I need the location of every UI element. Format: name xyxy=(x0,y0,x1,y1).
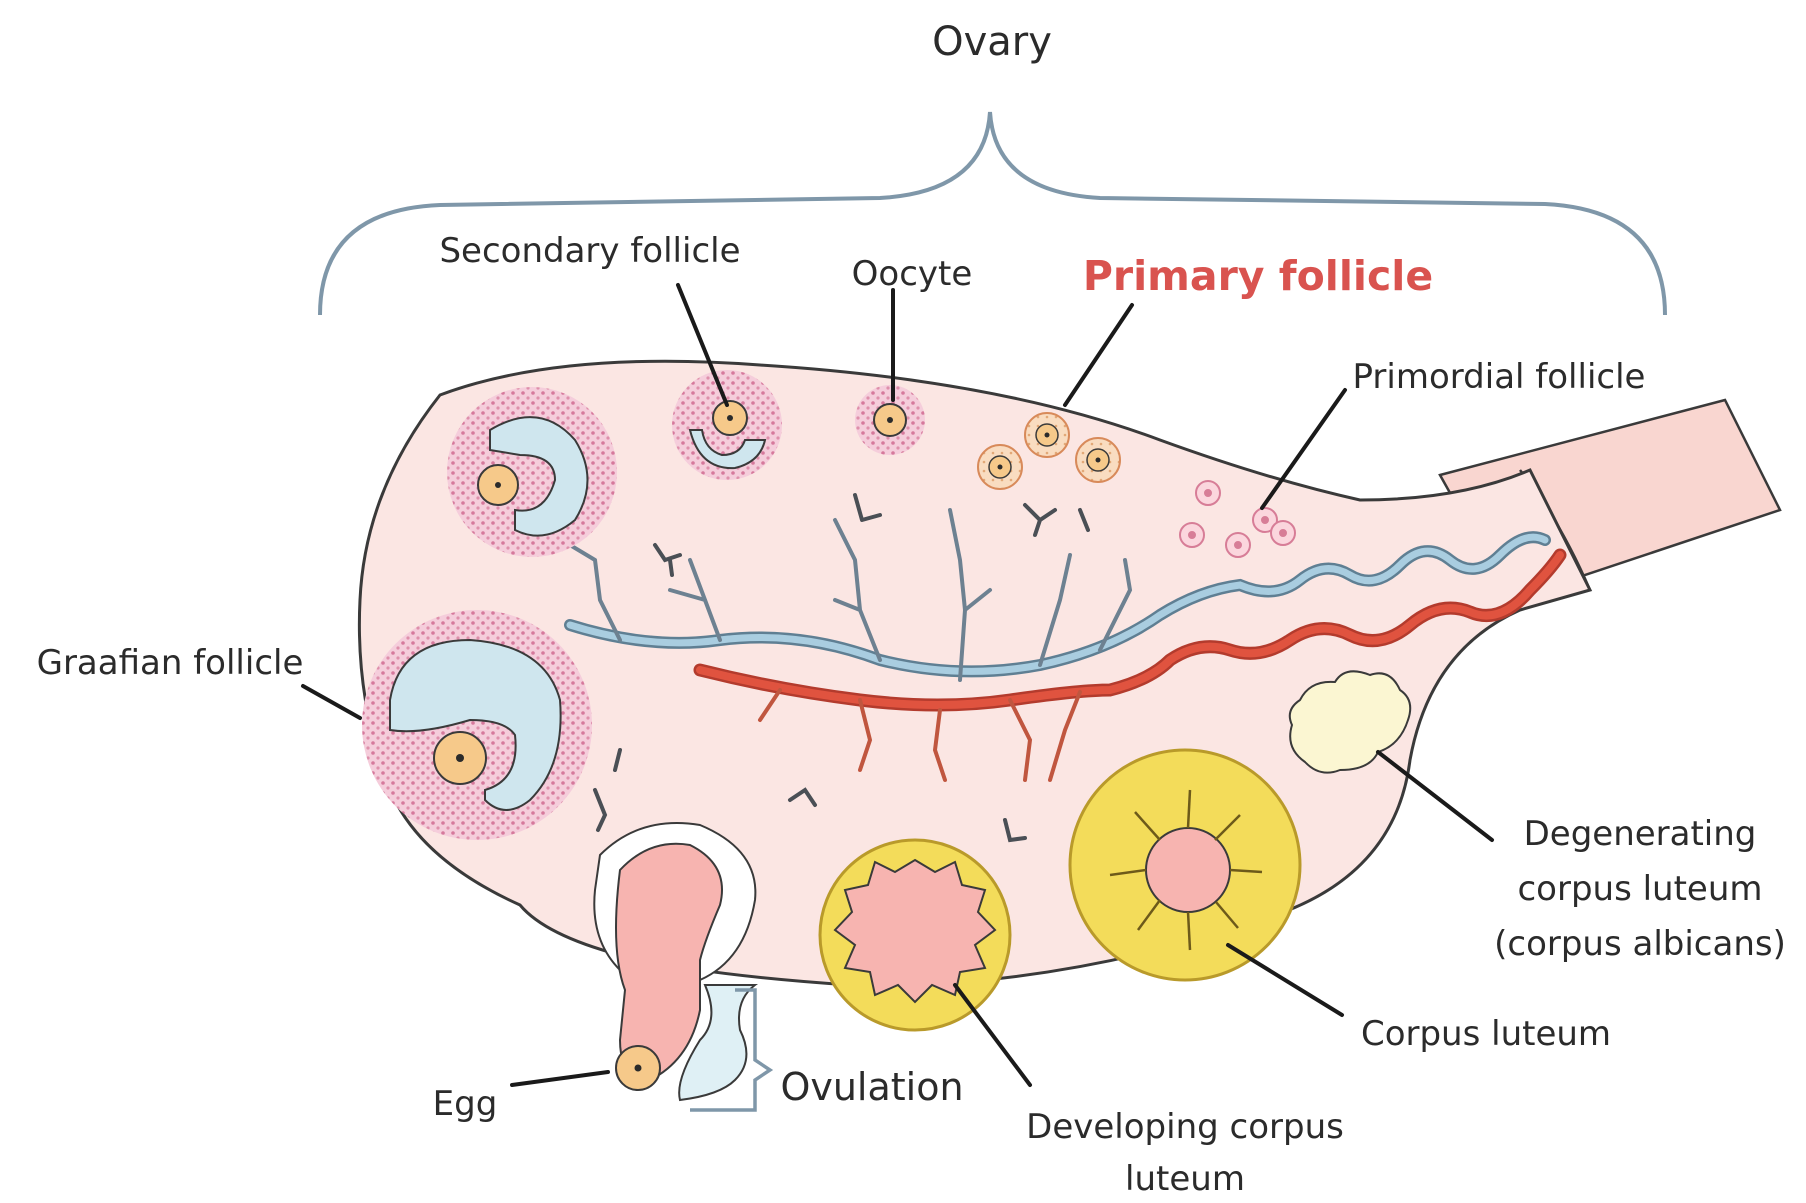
label-developing-1: Developing corpus xyxy=(1026,1107,1344,1147)
label-corpus-luteum: Corpus luteum xyxy=(1361,1014,1611,1054)
label-primary-follicle: Primary follicle xyxy=(1083,252,1433,300)
label-degenerating-1: Degenerating xyxy=(1524,814,1757,854)
label-oocyte: Oocyte xyxy=(852,254,973,294)
developing-corpus-luteum xyxy=(820,840,1010,1030)
leader-graafian-follicle xyxy=(303,686,360,718)
label-degenerating-2: corpus luteum xyxy=(1517,869,1762,909)
leader-primary-follicle xyxy=(1065,305,1132,405)
label-ovary: Ovary xyxy=(932,19,1052,65)
label-ovulation: Ovulation xyxy=(780,1065,963,1109)
label-egg: Egg xyxy=(433,1084,498,1124)
oocyte-follicle xyxy=(855,385,925,455)
label-developing-2: luteum xyxy=(1125,1159,1245,1199)
label-degenerating-3: (corpus albicans) xyxy=(1494,924,1786,964)
secondary-follicle xyxy=(672,370,782,480)
label-secondary-follicle: Secondary follicle xyxy=(439,231,740,271)
leader-egg xyxy=(512,1072,608,1085)
ovary-bracket xyxy=(320,112,1665,315)
label-graafian-follicle: Graafian follicle xyxy=(37,643,304,683)
graafian-follicle xyxy=(362,610,592,840)
corpus-luteum xyxy=(1070,750,1300,980)
leader-corpus-luteum xyxy=(1228,945,1342,1015)
leader-developing xyxy=(955,985,1030,1085)
secondary-follicle-large xyxy=(447,387,617,557)
label-primordial-follicle: Primordial follicle xyxy=(1353,357,1646,397)
